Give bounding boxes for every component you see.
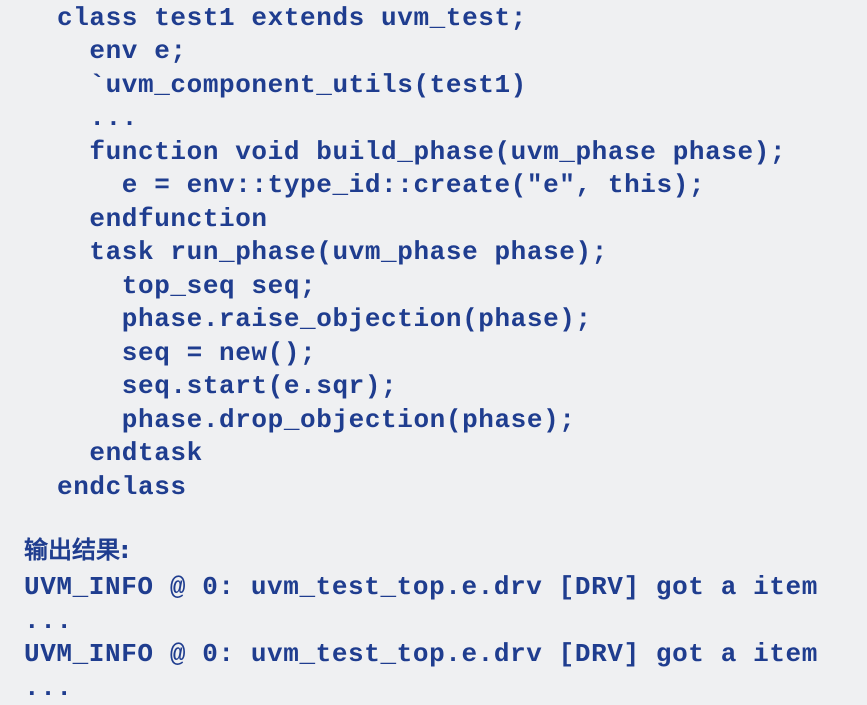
code-line: seq.start(e.sqr); (57, 371, 398, 401)
code-line: function void build_phase(uvm_phase phas… (57, 137, 787, 167)
code-line: endclass (57, 472, 187, 502)
code-line: task run_phase(uvm_phase phase); (57, 237, 608, 267)
output-heading: 输出结果: (24, 536, 130, 564)
output-line: ... (24, 673, 73, 703)
code-line: top_seq seq; (57, 271, 317, 301)
code-line: seq = new(); (57, 338, 317, 368)
code-line: class test1 extends uvm_test; (57, 3, 527, 33)
output-line: ... (24, 606, 73, 636)
code-line: phase.raise_objection(phase); (57, 304, 592, 334)
code-line: env e; (57, 36, 187, 66)
code-line: endtask (57, 438, 203, 468)
code-line: `uvm_component_utils(test1) (57, 70, 527, 100)
code-line: phase.drop_objection(phase); (57, 405, 576, 435)
code-line: endfunction (57, 204, 268, 234)
code-line: ... (57, 103, 139, 133)
code-line: e = env::type_id::create("e", this); (57, 170, 706, 200)
output-line: UVM_INFO @ 0: uvm_test_top.e.drv [DRV] g… (24, 639, 818, 669)
output-line: UVM_INFO @ 0: uvm_test_top.e.drv [DRV] g… (24, 572, 818, 602)
